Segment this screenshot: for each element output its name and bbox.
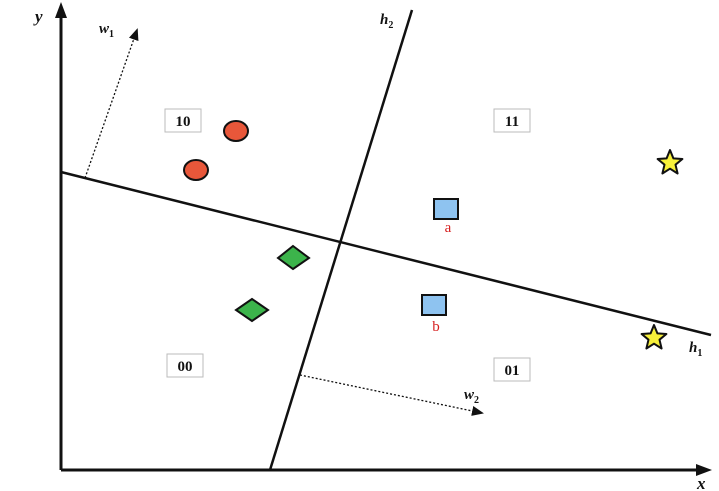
svg-text:10: 10 — [176, 114, 191, 130]
region-10: 10 — [164, 108, 202, 133]
h2-label: h2 — [380, 12, 393, 31]
star-point — [640, 324, 668, 350]
diamond-point — [276, 244, 311, 271]
h1-label: h1 — [689, 340, 702, 359]
svg-text:00: 00 — [178, 359, 193, 375]
point-b-label: b — [432, 319, 440, 335]
region-00: 00 — [166, 353, 204, 378]
region-11: 11 — [493, 108, 531, 133]
circle-point — [183, 159, 209, 181]
star-point — [656, 149, 684, 175]
svg-text:11: 11 — [505, 114, 519, 130]
normal-w2-arrow — [299, 374, 484, 416]
hyperplane-h2 — [268, 9, 414, 471]
x-axis-arrow-icon — [696, 464, 712, 476]
region-01: 01 — [493, 357, 531, 382]
square-point-a — [433, 198, 459, 220]
w2-label: w2 — [464, 387, 479, 406]
w1-label: w1 — [99, 21, 114, 40]
y-axis-arrow-icon — [55, 2, 67, 18]
diamond-point — [234, 297, 270, 323]
svg-text:01: 01 — [505, 363, 520, 379]
normal-w1-arrow — [84, 28, 139, 179]
square-point-b — [421, 294, 447, 316]
point-a-label: a — [445, 220, 452, 236]
circle-point — [223, 120, 249, 142]
hyperplane-h1 — [60, 170, 712, 337]
x-axis-label: x — [696, 474, 706, 491]
y-axis-label: y — [33, 7, 43, 26]
